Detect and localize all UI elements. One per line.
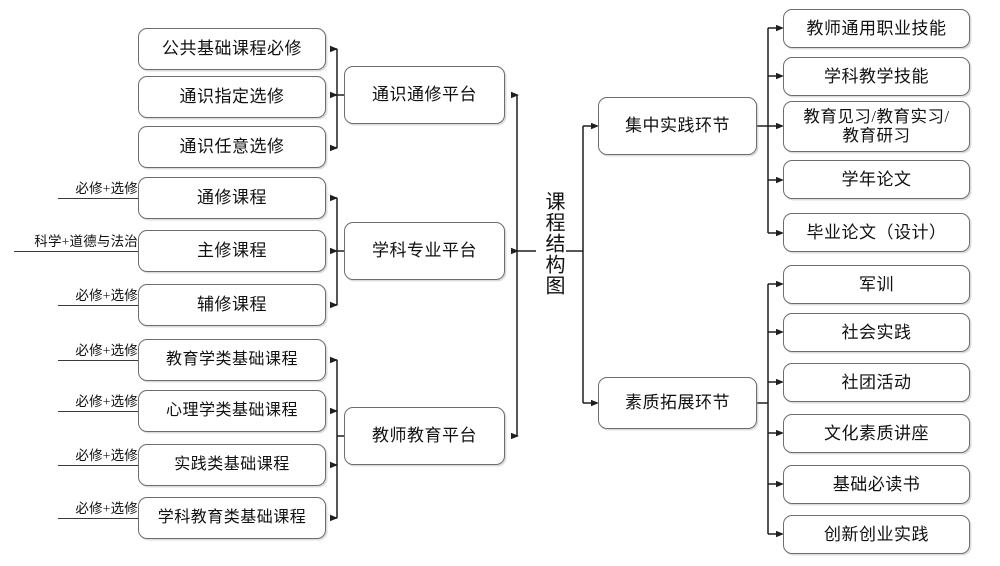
page-title: 课程结构图 [542,191,564,296]
quality-item-innovation-entrepreneurship[interactable]: 创新创业实践 [783,515,970,554]
platform-box-teacher-education[interactable]: 教师教育平台 [344,407,505,465]
quality-item-social-practice[interactable]: 社会实践 [783,313,970,352]
hub-box-quality-development[interactable]: 素质拓展环节 [598,377,757,429]
annotation-minor-courses: 必修+选修 [58,284,138,306]
annotation-common-courses: 必修+选修 [58,177,138,199]
platform-box-major[interactable]: 学科专业平台 [344,222,505,280]
practice-item-teacher-general-skills[interactable]: 教师通用职业技能 [783,9,970,48]
annotation-psychology-basic: 必修+选修 [58,390,138,412]
practice-item-education-internship[interactable]: 教育见习/教育实习/ 教育研习 [783,101,970,152]
practice-item-subject-teaching-skills[interactable]: 学科教学技能 [783,57,970,96]
quality-item-required-reading[interactable]: 基础必读书 [783,465,970,504]
quality-item-culture-lectures[interactable]: 文化素质讲座 [783,414,970,453]
annotation-pedagogy-basic: 必修+选修 [58,339,138,361]
course-box-subject-education-basic[interactable]: 学科教育类基础课程 [138,497,326,539]
platform-box-general[interactable]: 通识通修平台 [344,66,505,124]
course-box-general-free-elective[interactable]: 通识任意选修 [138,126,326,168]
course-box-psychology-basic[interactable]: 心理学类基础课程 [138,390,326,432]
quality-item-military-training[interactable]: 军训 [783,265,970,304]
practice-item-graduation-thesis[interactable]: 毕业论文（设计） [783,213,970,252]
course-box-minor-courses[interactable]: 辅修课程 [138,284,326,326]
course-box-major-courses[interactable]: 主修课程 [138,230,326,272]
course-box-pedagogy-basic[interactable]: 教育学类基础课程 [138,339,326,381]
practice-item-annual-thesis[interactable]: 学年论文 [783,160,970,199]
course-box-common-courses[interactable]: 通修课程 [138,177,326,219]
annotation-major-courses: 科学+道德与法治 [14,230,138,252]
annotation-subject-education-basic: 必修+选修 [58,497,138,519]
hub-box-concentrated-practice[interactable]: 集中实践环节 [598,97,757,155]
course-box-public-basic-required[interactable]: 公共基础课程必修 [138,28,326,70]
annotation-practice-basic: 必修+选修 [58,444,138,466]
course-box-practice-basic[interactable]: 实践类基础课程 [138,444,326,486]
quality-item-club-activities[interactable]: 社团活动 [783,363,970,402]
course-box-general-designated-elective[interactable]: 通识指定选修 [138,76,326,118]
